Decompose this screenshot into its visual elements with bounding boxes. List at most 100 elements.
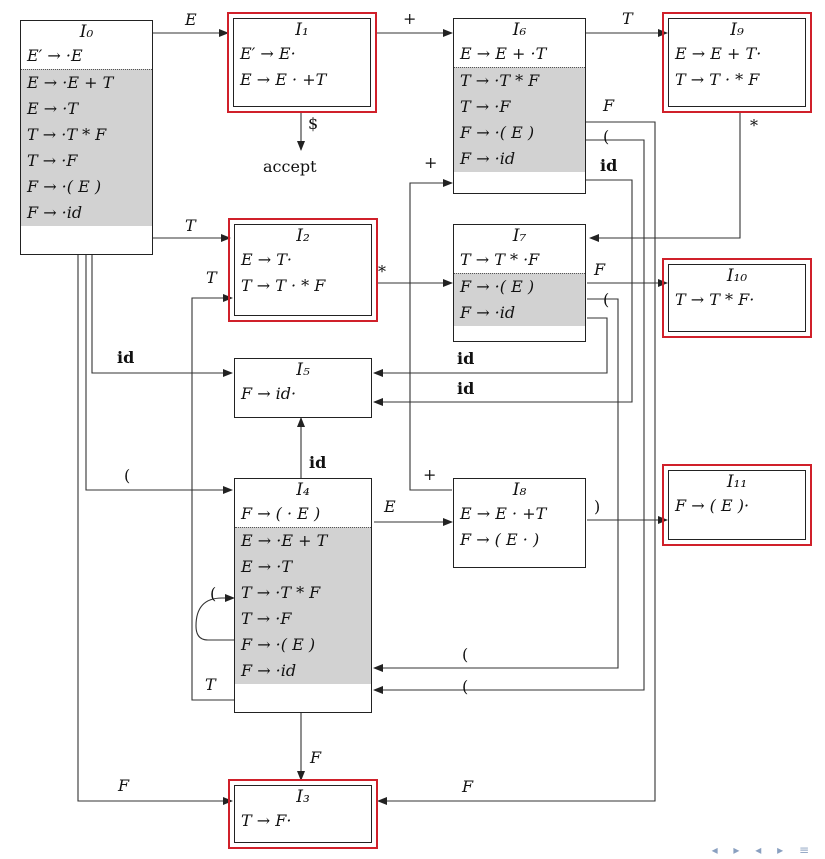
edge-label: id bbox=[457, 349, 475, 368]
kernel-item: E → E · +T bbox=[240, 70, 327, 89]
kernel-item: E → E + T· bbox=[675, 44, 762, 63]
edge-i0-i3-f bbox=[77, 255, 233, 805]
kernel-item: F → ( E · ) bbox=[460, 530, 540, 549]
kernel-item: E → E · +T bbox=[460, 504, 547, 523]
edge-label: ( bbox=[462, 645, 469, 664]
kernel-item: T → T * F· bbox=[675, 290, 755, 309]
kernel-item: T → T * ·F bbox=[460, 250, 540, 269]
closure-item: E → ·E + T bbox=[241, 531, 328, 550]
edge-label: id bbox=[309, 453, 327, 472]
edge-i0-i5-id bbox=[91, 255, 233, 377]
closure-item: T → ·T * F bbox=[27, 125, 107, 144]
state-title: I₁ bbox=[295, 20, 309, 40]
edge-label: T bbox=[185, 216, 196, 235]
edge-label: id bbox=[457, 379, 475, 398]
closure-item: E → ·T bbox=[241, 557, 293, 576]
edge-i7-i5-id bbox=[373, 317, 608, 377]
state-title: I₆ bbox=[512, 20, 527, 40]
closure-item: T → ·F bbox=[460, 97, 511, 116]
closure-item: F → ·( E ) bbox=[27, 177, 102, 196]
edge-label: E bbox=[185, 10, 197, 29]
highlight-frame-i1 bbox=[227, 12, 377, 113]
kernel-item: F → ( E )· bbox=[675, 496, 750, 515]
closure-item: T → ·F bbox=[27, 151, 78, 170]
edge-i6-i3 bbox=[377, 121, 656, 805]
state-i8: I₈ E → E · +T F → ( E · ) bbox=[453, 478, 586, 568]
state-i3: I₃ T → F· bbox=[234, 785, 372, 843]
edge-label: ( bbox=[603, 127, 610, 146]
highlight-frame-i9 bbox=[662, 12, 812, 113]
edge-i0-i4-lparen bbox=[85, 255, 233, 494]
edge-label: id bbox=[117, 348, 135, 367]
closure-item: F → ·id bbox=[460, 149, 516, 168]
edge-i8-i6-plus bbox=[409, 179, 453, 491]
accept-symbol: $ bbox=[308, 114, 319, 133]
state-i6: I₆ E → E + ·T T → ·T * F T → ·F F → ·( E… bbox=[453, 18, 586, 194]
edge-label: ) bbox=[594, 497, 601, 516]
edge-i6-i5-id bbox=[373, 179, 633, 406]
state-title: I₁₀ bbox=[726, 266, 748, 286]
state-i0: I₀ E′ → ·E E → ·E + T E → ·T T → ·T * F … bbox=[20, 20, 153, 255]
edge-label: * bbox=[378, 262, 386, 281]
edge-i6-i4-lparen bbox=[373, 139, 645, 694]
kernel-item: E′ → ·E bbox=[27, 46, 83, 65]
edge-label: ( bbox=[124, 466, 131, 485]
state-title: I₀ bbox=[79, 22, 94, 42]
edge-label: * bbox=[750, 116, 758, 135]
edge-label: + bbox=[423, 465, 437, 484]
kernel-item: T → T · * F bbox=[241, 276, 326, 295]
closure-item: T → ·F bbox=[241, 609, 292, 628]
closure-item: F → ·( E ) bbox=[460, 277, 535, 296]
state-i10: I₁₀ T → T * F· bbox=[668, 264, 806, 332]
edge-label: ( bbox=[603, 290, 610, 309]
state-i5: I₅ F → id· bbox=[234, 358, 372, 418]
closure-item: F → ·id bbox=[27, 203, 83, 222]
closure-item: E → ·T bbox=[27, 99, 79, 118]
state-i11: I₁₁ F → ( E )· bbox=[668, 470, 806, 540]
edge-label: F bbox=[310, 748, 322, 767]
edge-label: id bbox=[600, 156, 618, 175]
kernel-item: E → E + ·T bbox=[460, 44, 547, 63]
state-i7: I₇ T → T * ·F F → ·( E ) F → ·id bbox=[453, 224, 586, 342]
highlight-frame-i3 bbox=[228, 779, 378, 849]
edge-label: + bbox=[403, 9, 417, 28]
state-title: I₁₁ bbox=[726, 472, 748, 492]
kernel-item: T → F· bbox=[241, 811, 292, 830]
state-title: I₄ bbox=[296, 480, 310, 500]
kernel-item: F → id· bbox=[241, 384, 297, 403]
state-i2: I₂ E → T· T → T · * F bbox=[234, 224, 372, 316]
edge-i4-i2-t bbox=[191, 294, 234, 701]
state-title: I₂ bbox=[296, 226, 310, 246]
edge-i9-i7 bbox=[589, 112, 741, 242]
state-i1: I₁ E′ → E· E → E · +T bbox=[233, 18, 371, 107]
highlight-frame-i2 bbox=[228, 218, 378, 322]
state-title: I₃ bbox=[296, 787, 310, 807]
slide-nav-icons[interactable]: ◂ ▸ ◂ ▸ ≡ bbox=[711, 843, 815, 857]
highlight-frame-i10 bbox=[662, 258, 812, 338]
closure-item: T → ·T * F bbox=[241, 583, 321, 602]
edge-label: F bbox=[118, 776, 130, 795]
closure-item: F → ·( E ) bbox=[241, 635, 316, 654]
kernel-item: E → T· bbox=[241, 250, 293, 269]
state-title: I₅ bbox=[296, 360, 310, 380]
edge-label: ( bbox=[462, 677, 469, 696]
kernel-item: T → T · * F bbox=[675, 70, 760, 89]
edge-i4-self bbox=[195, 594, 235, 641]
highlight-frame-i11 bbox=[662, 464, 812, 546]
edge-label: E bbox=[384, 497, 396, 516]
edge-label: T bbox=[205, 675, 216, 694]
accept-label: accept bbox=[263, 157, 317, 176]
edge-label: T bbox=[206, 268, 217, 287]
state-title: I₈ bbox=[512, 480, 527, 500]
edge-label: + bbox=[424, 153, 438, 172]
closure-item: E → ·E + T bbox=[27, 73, 114, 92]
closure-item: T → ·T * F bbox=[460, 71, 540, 90]
state-i9: I₉ E → E + T· T → T · * F bbox=[668, 18, 806, 107]
edge-label: F bbox=[594, 260, 606, 279]
kernel-item: F → ( · E ) bbox=[241, 504, 321, 523]
edge-label: F bbox=[462, 777, 474, 796]
state-i4: I₄ F → ( · E ) E → ·E + T E → ·T T → ·T … bbox=[234, 478, 372, 713]
edge-label: F bbox=[603, 96, 615, 115]
